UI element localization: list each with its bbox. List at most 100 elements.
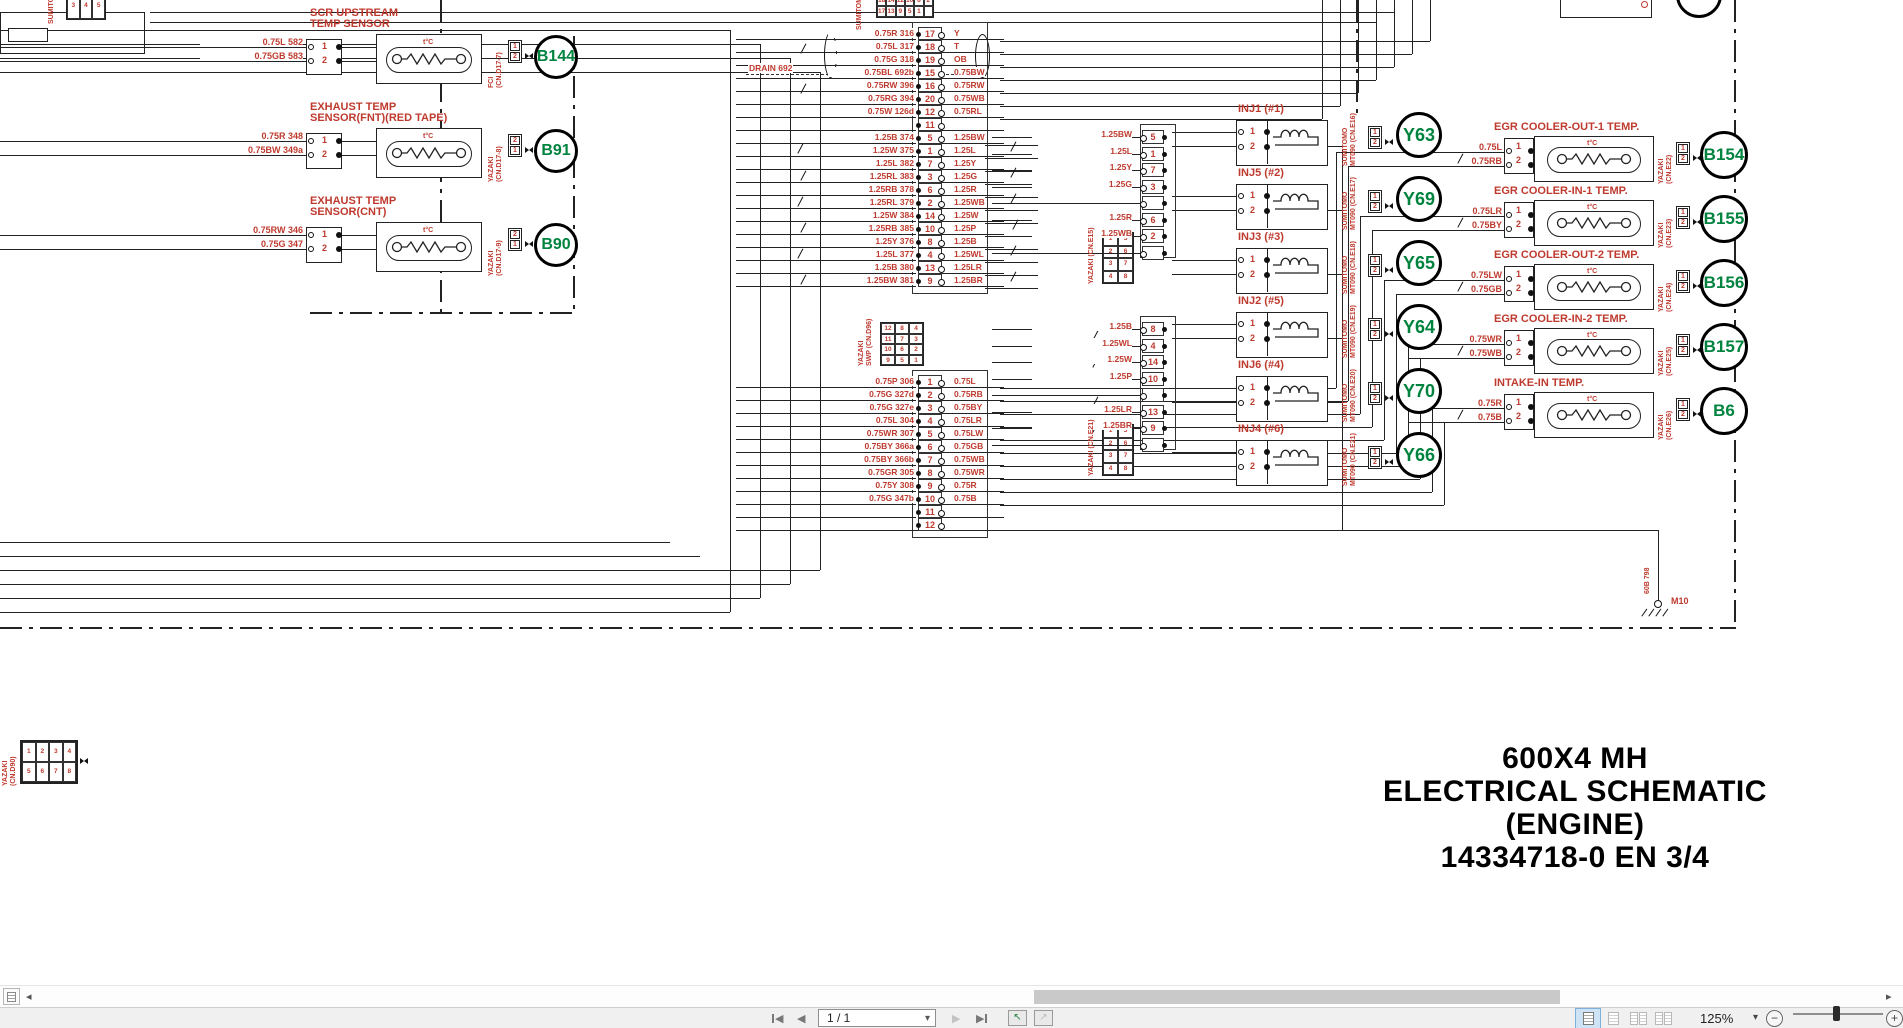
chevron-down-icon[interactable]: ▾ [924, 1013, 930, 1024]
grid-pin: 7 [895, 333, 909, 344]
wire-line [0, 30, 730, 32]
wire-line [0, 612, 730, 614]
pin-contact [1238, 129, 1244, 135]
single-page-layout-button[interactable] [1575, 1008, 1601, 1028]
sensor-symbol-label: t°C [423, 133, 434, 140]
pin-number: 2 [1250, 397, 1256, 407]
wire-label: 0.75P 306 [828, 376, 914, 386]
connector-lock-icon [525, 147, 533, 153]
scroll-right-arrow[interactable]: ▸ [1886, 991, 1892, 1003]
first-page-button[interactable]: ◀ [772, 1010, 783, 1027]
thermistor-symbol [1547, 275, 1641, 301]
wire-label: 1.25BR [954, 275, 983, 285]
frame-dash-line [1356, 0, 1358, 115]
pin-contact [1238, 336, 1244, 342]
zoom-out-button[interactable]: − [1766, 1010, 1783, 1027]
wire-line [1444, 422, 1446, 505]
connector-row: 0.75W 126d 12 0.75RL [736, 105, 1004, 119]
wire-label: 0.75GR 305 [828, 467, 914, 477]
pin-contact [308, 232, 314, 238]
pin-contact [1506, 276, 1512, 282]
pin-number: 9 [915, 479, 945, 492]
zoom-level-value[interactable]: 125% [1700, 1011, 1734, 1026]
title-line: 600X4 MH [1502, 742, 1648, 775]
connector-row: 1.25RL 379 2 1.25WB [736, 196, 1004, 210]
frame-dash-line [0, 627, 1736, 629]
page-number-input[interactable]: 1 / 1▾ [818, 1009, 936, 1027]
next-page-button[interactable]: ▶ [952, 1013, 961, 1025]
pin-contact [1238, 464, 1244, 470]
panel-toggle-button[interactable] [3, 988, 20, 1005]
wire-label: 0.75BY 366b [828, 454, 914, 464]
wire-label: 1.25W 384 [828, 210, 914, 220]
frame-dash-line [310, 312, 575, 314]
pin-number: 10 [1139, 371, 1167, 386]
connector-row [992, 192, 1240, 210]
pin-contact [1238, 257, 1244, 263]
page-icon [1638, 1012, 1647, 1025]
title-block: 600X4 MH ELECTRICAL SCHEMATIC (ENGINE) 1… [1270, 742, 1880, 874]
pin-number: 10 [915, 222, 945, 235]
wire-line [1408, 166, 1506, 167]
wire-line [1376, 0, 1378, 80]
thermistor-symbol [1547, 147, 1641, 173]
connector-box [1504, 202, 1534, 238]
pin-number: 2 [1516, 283, 1522, 293]
last-page-button[interactable]: ▶ [976, 1010, 988, 1027]
pin-contact [1238, 193, 1244, 199]
pin-contact [1528, 418, 1534, 424]
sensor-body: t°C [376, 128, 482, 178]
zoom-slider-handle[interactable] [1833, 1006, 1840, 1021]
next-view-button[interactable]: ↗ [1034, 1010, 1053, 1026]
temp-sensor-block: EXHAUST TEMP SENSOR(CNT) 0.75RW 346 0.75… [200, 194, 600, 288]
connector-row: 1.25R 6 [992, 209, 1240, 227]
sensor-title: EGR COOLER-IN-1 TEMP. [1494, 185, 1628, 197]
sensor-title: SENSOR(FNT)(RED TAPE) [310, 112, 448, 124]
zoom-in-button[interactable]: + [1886, 1010, 1903, 1027]
temp-sensor-block: EGR COOLER-IN-2 TEMP. 0.75WR 0.75WB 1 2 … [1408, 314, 1748, 378]
previous-view-button[interactable]: ↖ [1008, 1010, 1027, 1026]
divider [1267, 249, 1268, 292]
injector-box: 1 2 [1236, 312, 1328, 358]
scrollbar-thumb[interactable] [1034, 990, 1560, 1004]
pin-contact [1238, 449, 1244, 455]
wire-line [985, 197, 1038, 199]
wire-line [1340, 0, 1342, 106]
continuous-layout-button[interactable] [1601, 1009, 1625, 1028]
two-page-layout-button[interactable] [1626, 1009, 1650, 1028]
pin-contact [1506, 404, 1512, 410]
wire-label: 1.25Y [954, 158, 977, 168]
zoom-dropdown-caret[interactable]: ▾ [1753, 1012, 1759, 1023]
wire-label: 0.75B [1464, 413, 1502, 422]
wire-label: 0.75WB [1464, 349, 1502, 358]
wire-label: 0.75G 347b [828, 493, 914, 503]
component-id-badge: B6 [1700, 387, 1748, 435]
previous-page-button[interactable]: ◀ [797, 1013, 806, 1025]
grid-pin: 1 [914, 6, 924, 17]
grid-pin: 4 [79, 0, 93, 19]
sensor-title: INTAKE-IN TEMP. [1494, 377, 1585, 389]
pin-contact [1264, 208, 1270, 214]
pin-contact [308, 246, 314, 252]
coil-symbol [1273, 193, 1319, 210]
scroll-left-arrow[interactable]: ◂ [26, 991, 32, 1003]
wire-label: 0.75WR [954, 467, 985, 477]
wire-label: 1.25G [954, 171, 978, 181]
wire-label: 0.75RB [1464, 157, 1502, 166]
wire-label: 1.25RB 385 [828, 223, 914, 233]
sensor-body: t°C [1534, 136, 1654, 182]
pin-number: 14 [915, 209, 945, 222]
pin-number: 1 [1250, 254, 1256, 264]
pin-contact [1264, 129, 1270, 135]
title-line: 14334718-0 EN 3/4 [1440, 841, 1710, 874]
wire-label: 0.75WB [954, 454, 985, 464]
crossing-hatch [797, 143, 804, 154]
two-page-continuous-layout-button[interactable] [1651, 1009, 1675, 1028]
connector-row: 1.25L 377 4 1.25WL [736, 248, 1004, 262]
pin-number: 2 [1516, 347, 1522, 357]
pin-contact [1264, 400, 1270, 406]
pin-number: 3 [1139, 179, 1167, 194]
